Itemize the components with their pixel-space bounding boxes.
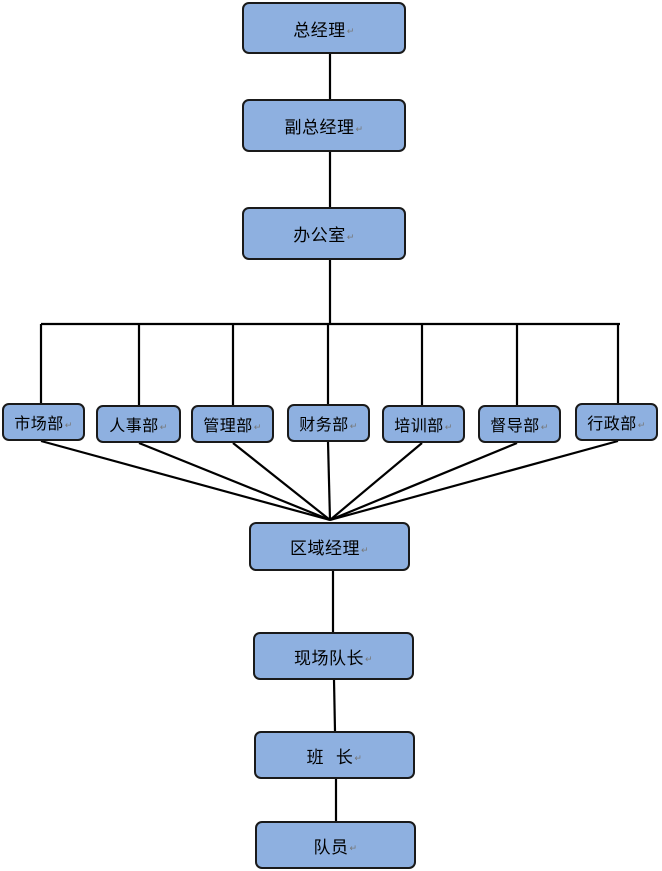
paragraph-mark: ↵ xyxy=(159,423,168,433)
node-label: 市场部 xyxy=(14,414,64,433)
node-department-marketing: 市场部↵ xyxy=(2,403,85,441)
paragraph-mark: ↵ xyxy=(346,232,355,243)
node-label: 副总经理 xyxy=(284,118,355,138)
node-department-hr: 人事部↵ xyxy=(96,405,181,443)
node-label: 队员 xyxy=(313,837,349,858)
fan-line-6 xyxy=(329,441,518,522)
paragraph-mark: ↵ xyxy=(253,423,262,433)
node-site-captain: 现场队长↵ xyxy=(253,632,414,680)
node-general-manager: 总经理↵ xyxy=(242,2,406,54)
node-squad-leader: 班 长↵ xyxy=(254,731,415,779)
node-member: 队员↵ xyxy=(255,821,416,869)
paragraph-mark: ↵ xyxy=(354,754,363,764)
node-label: 培训部 xyxy=(394,416,444,435)
node-department-finance: 财务部↵ xyxy=(287,404,370,442)
node-label: 总经理 xyxy=(293,20,346,41)
fan-line-5 xyxy=(329,442,423,521)
node-label: 人事部 xyxy=(109,416,159,435)
node-label: 班 长 xyxy=(306,747,354,768)
paragraph-mark: ↵ xyxy=(346,27,355,37)
node-deputy-general-manager: 副总经理↵ xyxy=(242,99,406,152)
fan-line-3 xyxy=(232,442,331,521)
node-label: 区域经理 xyxy=(289,539,360,559)
paragraph-mark: ↵ xyxy=(349,844,358,854)
paragraph-mark: ↵ xyxy=(540,423,549,433)
fan-line-7 xyxy=(329,439,619,522)
connector-leader-squad xyxy=(332,679,337,732)
fan-line-2 xyxy=(138,441,331,522)
node-department-administration: 行政部↵ xyxy=(575,403,658,441)
paragraph-mark: ↵ xyxy=(64,421,73,431)
node-label: 现场队长 xyxy=(293,648,364,669)
node-office: 办公室↵ xyxy=(242,207,406,260)
paragraph-mark: ↵ xyxy=(349,422,358,432)
node-label: 管理部 xyxy=(203,416,253,435)
paragraph-mark: ↵ xyxy=(637,421,646,431)
node-label: 财务部 xyxy=(299,415,349,434)
paragraph-mark: ↵ xyxy=(355,124,364,135)
fan-line-4 xyxy=(326,441,332,521)
node-label: 督导部 xyxy=(490,416,540,435)
paragraph-mark: ↵ xyxy=(360,545,370,556)
node-department-training: 培训部↵ xyxy=(382,405,465,443)
node-label: 行政部 xyxy=(587,414,637,433)
paragraph-mark: ↵ xyxy=(364,655,374,665)
paragraph-mark: ↵ xyxy=(444,423,453,433)
node-label: 办公室 xyxy=(293,226,346,246)
fan-line-1 xyxy=(40,439,331,522)
node-department-supervision: 督导部↵ xyxy=(478,405,561,443)
node-department-management: 管理部↵ xyxy=(191,405,274,443)
node-regional-manager: 区域经理↵ xyxy=(249,522,410,571)
